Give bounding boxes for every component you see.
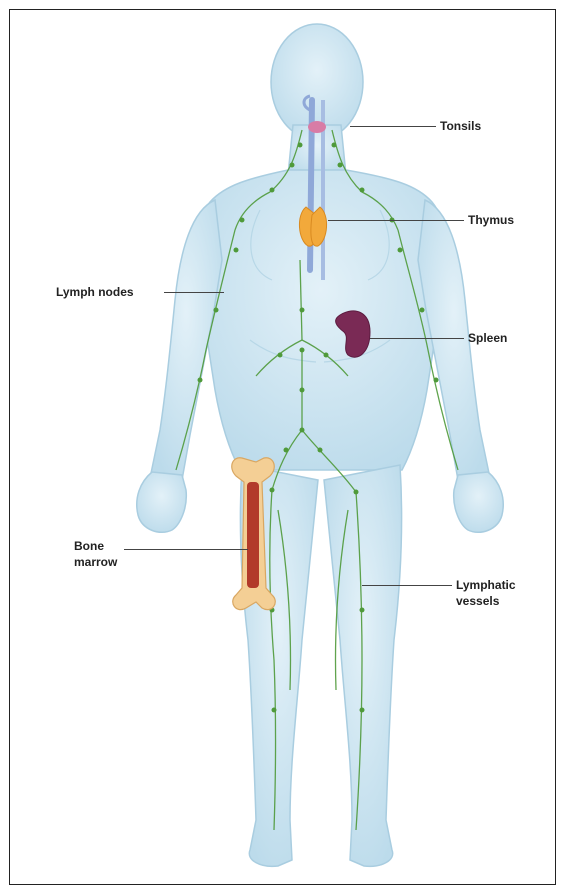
lymph-nodes-label: Lymph nodes [56, 284, 134, 300]
thymus-leader-line [328, 220, 464, 221]
bone-marrow-leader-line [124, 549, 248, 550]
spleen-leader-line [370, 338, 464, 339]
lymphatic-vessels-leader-line [362, 585, 452, 586]
spleen-label: Spleen [468, 330, 507, 346]
lymphatic-vessels-label-line2: vessels [456, 593, 499, 609]
body-silhouette [137, 24, 503, 866]
lymph-nodes-leader-line [164, 292, 224, 293]
tonsils-organ [308, 121, 326, 133]
tonsils-label: Tonsils [440, 118, 481, 134]
diagram-frame: Tonsils Thymus Lymph nodes Spleen Bone m… [9, 9, 556, 885]
bone-marrow-label-line1: Bone [74, 538, 104, 554]
lymphatic-vessels-label-line1: Lymphatic [456, 577, 516, 593]
tonsils-leader-line [350, 126, 436, 127]
human-body-illustration [10, 10, 556, 885]
thymus-organ [299, 207, 326, 246]
bone-marrow [247, 482, 259, 588]
thymus-label: Thymus [468, 212, 514, 228]
bone-marrow-label-line2: marrow [74, 554, 117, 570]
